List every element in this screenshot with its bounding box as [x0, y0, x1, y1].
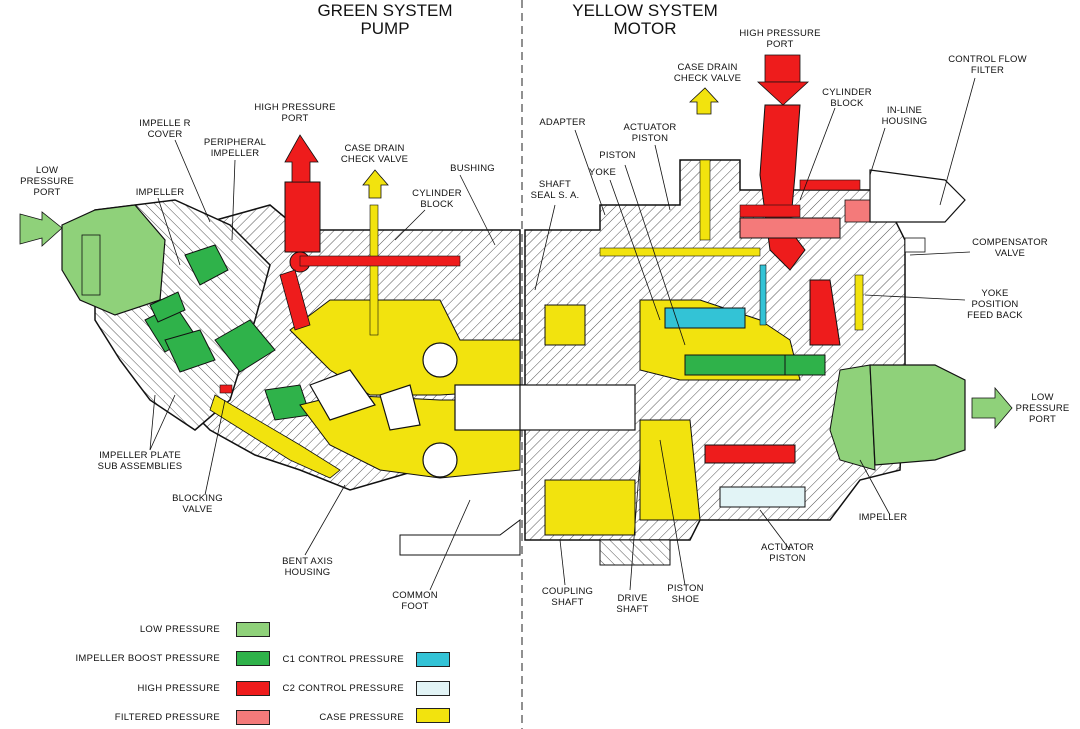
- inlet-arrow-left: [19, 211, 63, 247]
- label-high-pressure-port-right: HIGH PRESSURE PORT: [739, 28, 821, 50]
- c1-control-line: [759, 264, 767, 326]
- label-piston-shoe: PISTON SHOE: [667, 583, 704, 605]
- label-case-drain-left: CASE DRAIN CHECK VALVE: [340, 143, 409, 165]
- label-impeller-cover: IMPELLE R COVER: [139, 118, 191, 140]
- label-control-flow-filter: CONTROL FLOW FILTER: [948, 54, 1027, 76]
- pump-high-pressure-arrow: [284, 134, 319, 183]
- label-drive-shaft: DRIVE SHAFT: [616, 593, 649, 615]
- legend-swatch-case: [416, 708, 450, 723]
- label-actuator-piston-top: ACTUATOR PISTON: [623, 122, 677, 144]
- label-common-foot: COMMON FOOT: [392, 590, 438, 612]
- motor-low-pressure: [684, 354, 966, 471]
- legend-label-c2: C2 CONTROL PRESSURE: [282, 683, 404, 694]
- outlet-arrow-right: [971, 386, 1013, 430]
- label-yoke-position-feedback: YOKE POSITION FEED BACK: [967, 288, 1023, 321]
- motor-high-pressure-arrow: [764, 54, 801, 83]
- pump-case-drain-arrow: [362, 169, 389, 199]
- legend-label-case: CASE PRESSURE: [319, 712, 404, 723]
- label-low-pressure-port-right: LOW PRESSURE PORT: [1015, 392, 1070, 425]
- label-impeller-left: IMPELLER: [135, 187, 185, 198]
- label-low-pressure-port-left: LOW PRESSURE PORT: [20, 165, 74, 198]
- c1-control-piston: [664, 307, 746, 329]
- motor-title: YELLOW SYSTEM MOTOR: [572, 1, 718, 38]
- label-case-drain-right: CASE DRAIN CHECK VALVE: [673, 62, 742, 84]
- legend-swatch-low: [236, 622, 270, 637]
- pump-high-pressure: [219, 181, 461, 394]
- label-actuator-piston-bottom: ACTUATOR PISTON: [761, 542, 814, 564]
- label-impeller-plate: IMPELLER PLATE SUB ASSEMBLIES: [97, 450, 183, 472]
- label-blocking-valve: BLOCKING VALVE: [172, 493, 223, 515]
- control-flow-filter: [869, 169, 966, 253]
- label-bushing: BUSHING: [450, 163, 495, 174]
- label-shaft-seal: SHAFT SEAL S. A.: [530, 179, 580, 201]
- legend-swatch-high: [236, 681, 270, 696]
- drive-shaft: [519, 384, 636, 431]
- label-cylinder-block-right: CYLINDER BLOCK: [822, 87, 872, 109]
- label-piston: PISTON: [599, 150, 636, 161]
- legend-swatch-filtered: [236, 710, 270, 725]
- legend-label-high: HIGH PRESSURE: [137, 683, 220, 694]
- label-bent-axis-housing: BENT AXIS HOUSING: [282, 556, 333, 578]
- impeller-boost-regions: [144, 244, 311, 421]
- label-compensator-valve: COMPENSATOR VALVE: [972, 237, 1048, 259]
- legend-swatch-c1: [416, 652, 450, 667]
- legend-swatch-boost: [236, 651, 270, 666]
- label-high-pressure-port-left: HIGH PRESSURE PORT: [254, 102, 336, 124]
- motor-high-pressure-arrowhead: [756, 81, 810, 106]
- legend-swatch-c2: [416, 681, 450, 696]
- low-pressure-inlet: [61, 204, 166, 316]
- legend-label-c1: C1 CONTROL PRESSURE: [282, 654, 404, 665]
- leader-lines: [149, 77, 976, 591]
- pump-title: GREEN SYSTEM PUMP: [317, 1, 453, 38]
- legend-label-boost: IMPELLER BOOST PRESSURE: [75, 653, 220, 664]
- motor-case-drain-arrow: [688, 87, 719, 115]
- label-impeller-right: IMPELLER: [858, 512, 908, 523]
- label-adapter: ADAPTER: [539, 117, 586, 128]
- legend-label-low: LOW PRESSURE: [139, 624, 220, 635]
- legend-label-filtered: FILTERED PRESSURE: [114, 712, 220, 723]
- c2-control-piston: [719, 486, 806, 508]
- label-inline-housing: IN-LINE HOUSING: [881, 105, 928, 127]
- filtered-pressure: [739, 199, 871, 239]
- label-coupling-shaft: COUPLING SHAFT: [541, 586, 594, 608]
- label-cylinder-block-left: CYLINDER BLOCK: [412, 188, 462, 210]
- label-peripheral-impeller: PERIPHERAL IMPELLER: [203, 137, 267, 159]
- label-yoke: YOKE: [588, 167, 617, 178]
